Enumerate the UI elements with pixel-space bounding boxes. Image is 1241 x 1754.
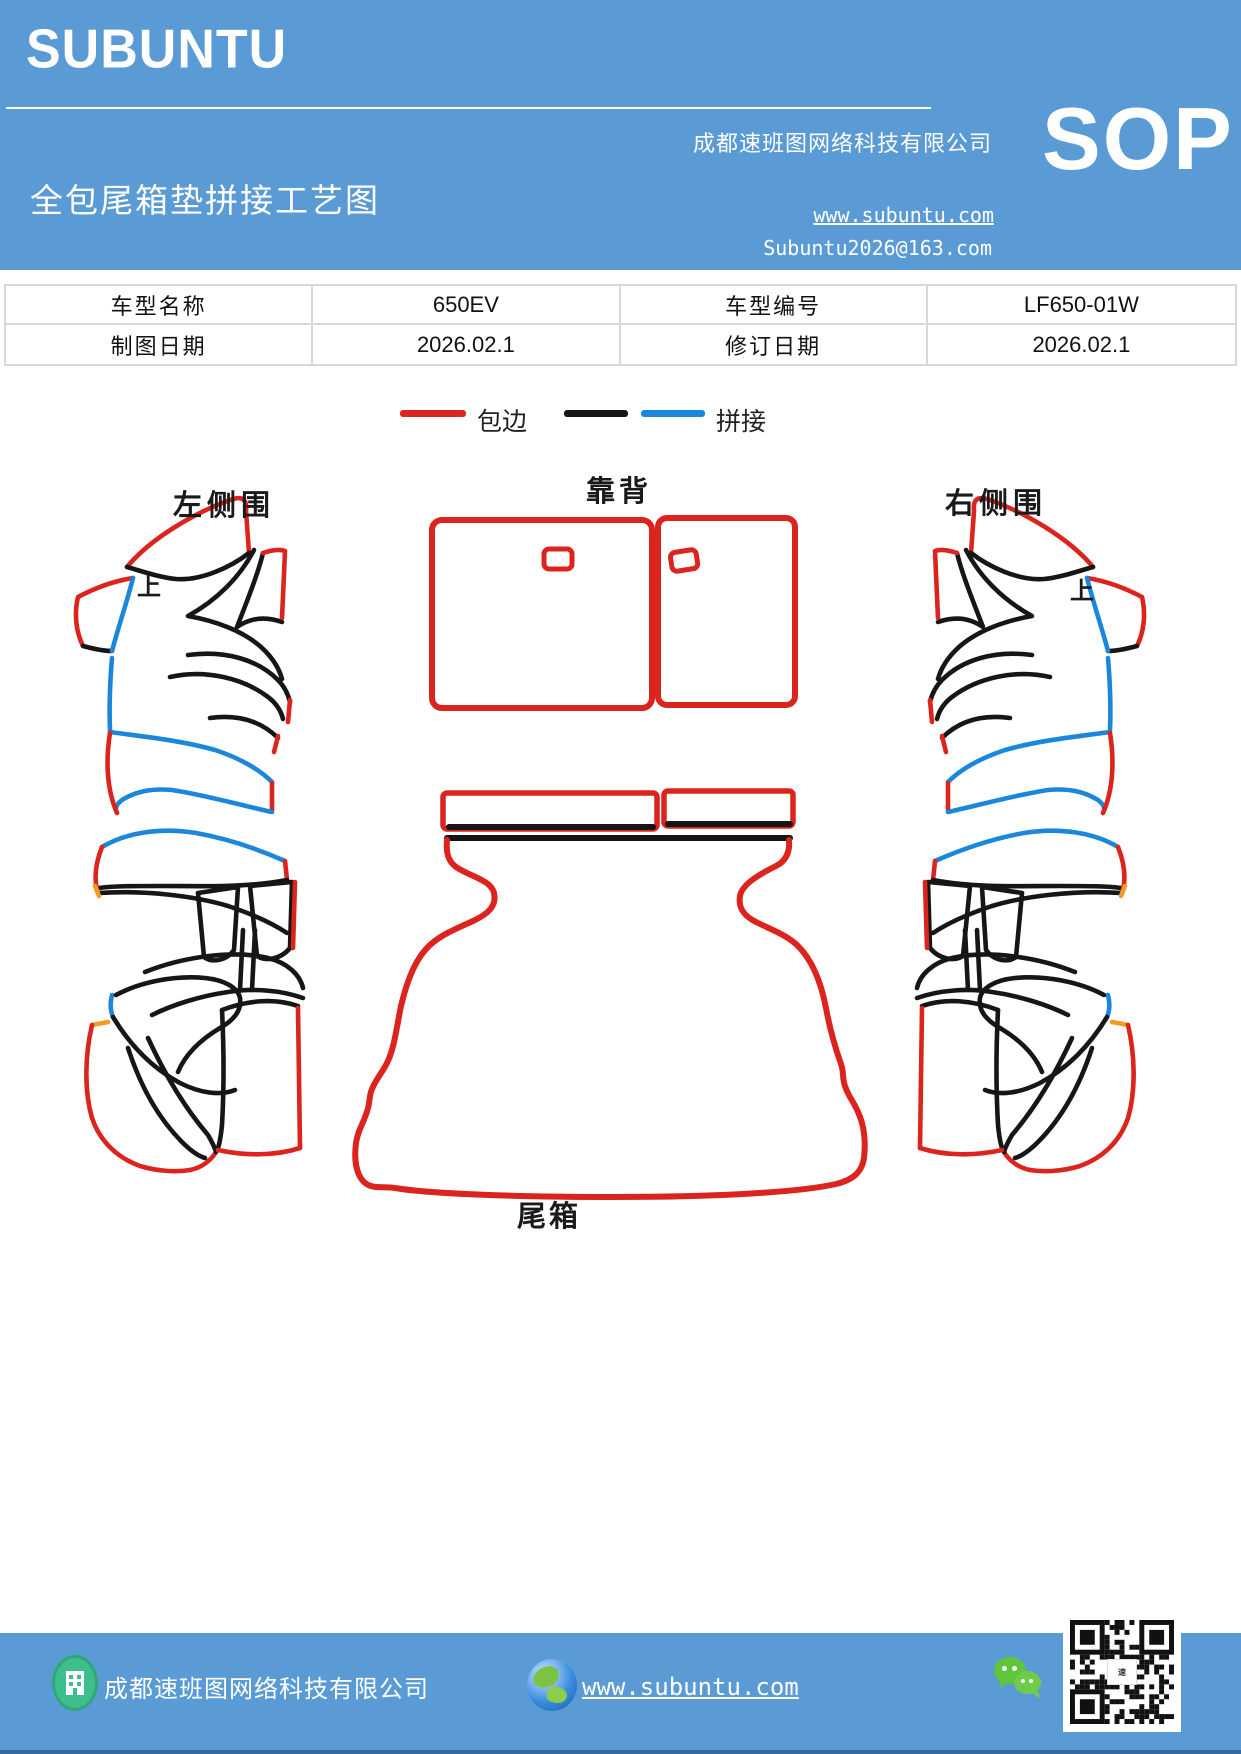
- legend-splice-black-line: [564, 410, 628, 417]
- page-title: 全包尾箱垫拼接工艺图: [30, 181, 380, 220]
- left-side-pieces: [73, 495, 306, 1174]
- trunk-piece: [352, 835, 868, 1200]
- footer-band: 成都速班图网络科技有限公司 www.subuntu.com 速: [0, 1612, 1241, 1754]
- strip-pieces: [440, 788, 796, 832]
- brand-logo: SUBUNTU: [26, 19, 288, 80]
- table-cell-revdate-label: 修订日期: [621, 325, 928, 364]
- table-cell-drawdate-value: 2026.02.1: [313, 325, 621, 364]
- footer-company-name: 成都速班图网络科技有限公司: [104, 1675, 429, 1703]
- qr-center-logo: 速: [1107, 1659, 1137, 1685]
- trunk-outline: [352, 837, 868, 1200]
- backrest-pieces: [429, 515, 798, 711]
- backrest-left-slot: [541, 546, 575, 572]
- globe-icon: [527, 1659, 577, 1711]
- label-backrest: 靠背: [586, 474, 653, 508]
- vehicle-info-table: 车型名称 650EV 车型编号 LF650-01W 制图日期 2026.02.1…: [4, 284, 1237, 366]
- table-cell-code-value: LF650-01W: [927, 286, 1235, 325]
- qr-code: 速: [1063, 1612, 1181, 1732]
- website-link[interactable]: www.subuntu.com: [813, 203, 994, 227]
- table-cell-code-label: 车型编号: [620, 286, 928, 325]
- wechat-icon: [994, 1655, 1046, 1703]
- email-address: Subuntu2026@163.com: [763, 236, 992, 260]
- backrest-right-slot: [667, 547, 701, 574]
- company-name: 成都速班图网络科技有限公司: [692, 132, 992, 157]
- header-band: SUBUNTU 全包尾箱垫拼接工艺图 成都速班图网络科技有限公司 www.sub…: [0, 0, 1241, 270]
- strip-left: [440, 790, 660, 832]
- legend-edge-line: [400, 410, 466, 417]
- label-up-left: 上: [137, 572, 161, 601]
- sop-badge: SOP: [1042, 89, 1234, 188]
- label-up-right: 上: [1070, 576, 1094, 605]
- backrest-left-piece: [429, 517, 655, 711]
- table-cell-model-value: 650EV: [313, 286, 621, 325]
- table-cell-drawdate-label: 制图日期: [6, 325, 314, 364]
- legend-edge-label: 包边: [477, 407, 528, 436]
- table-cell-revdate-value: 2026.02.1: [1032, 331, 1131, 357]
- qr-pattern: [1070, 1620, 1174, 1724]
- footer-website-link[interactable]: www.subuntu.com: [582, 1673, 799, 1701]
- table-cell-model-label: 车型名称: [6, 286, 314, 325]
- legend-splice-label: 拼接: [716, 407, 767, 436]
- company-building-icon: [52, 1655, 98, 1711]
- backrest-right-piece: [655, 515, 798, 708]
- right-side-pieces: [917, 498, 1144, 1171]
- header-divider: [6, 107, 931, 109]
- label-right-side: 右侧围: [945, 486, 1048, 520]
- strip-right: [661, 788, 796, 829]
- legend-splice-blue-line: [641, 410, 705, 417]
- label-left-side: 左侧围: [173, 488, 276, 522]
- label-trunk: 尾箱: [517, 1199, 582, 1233]
